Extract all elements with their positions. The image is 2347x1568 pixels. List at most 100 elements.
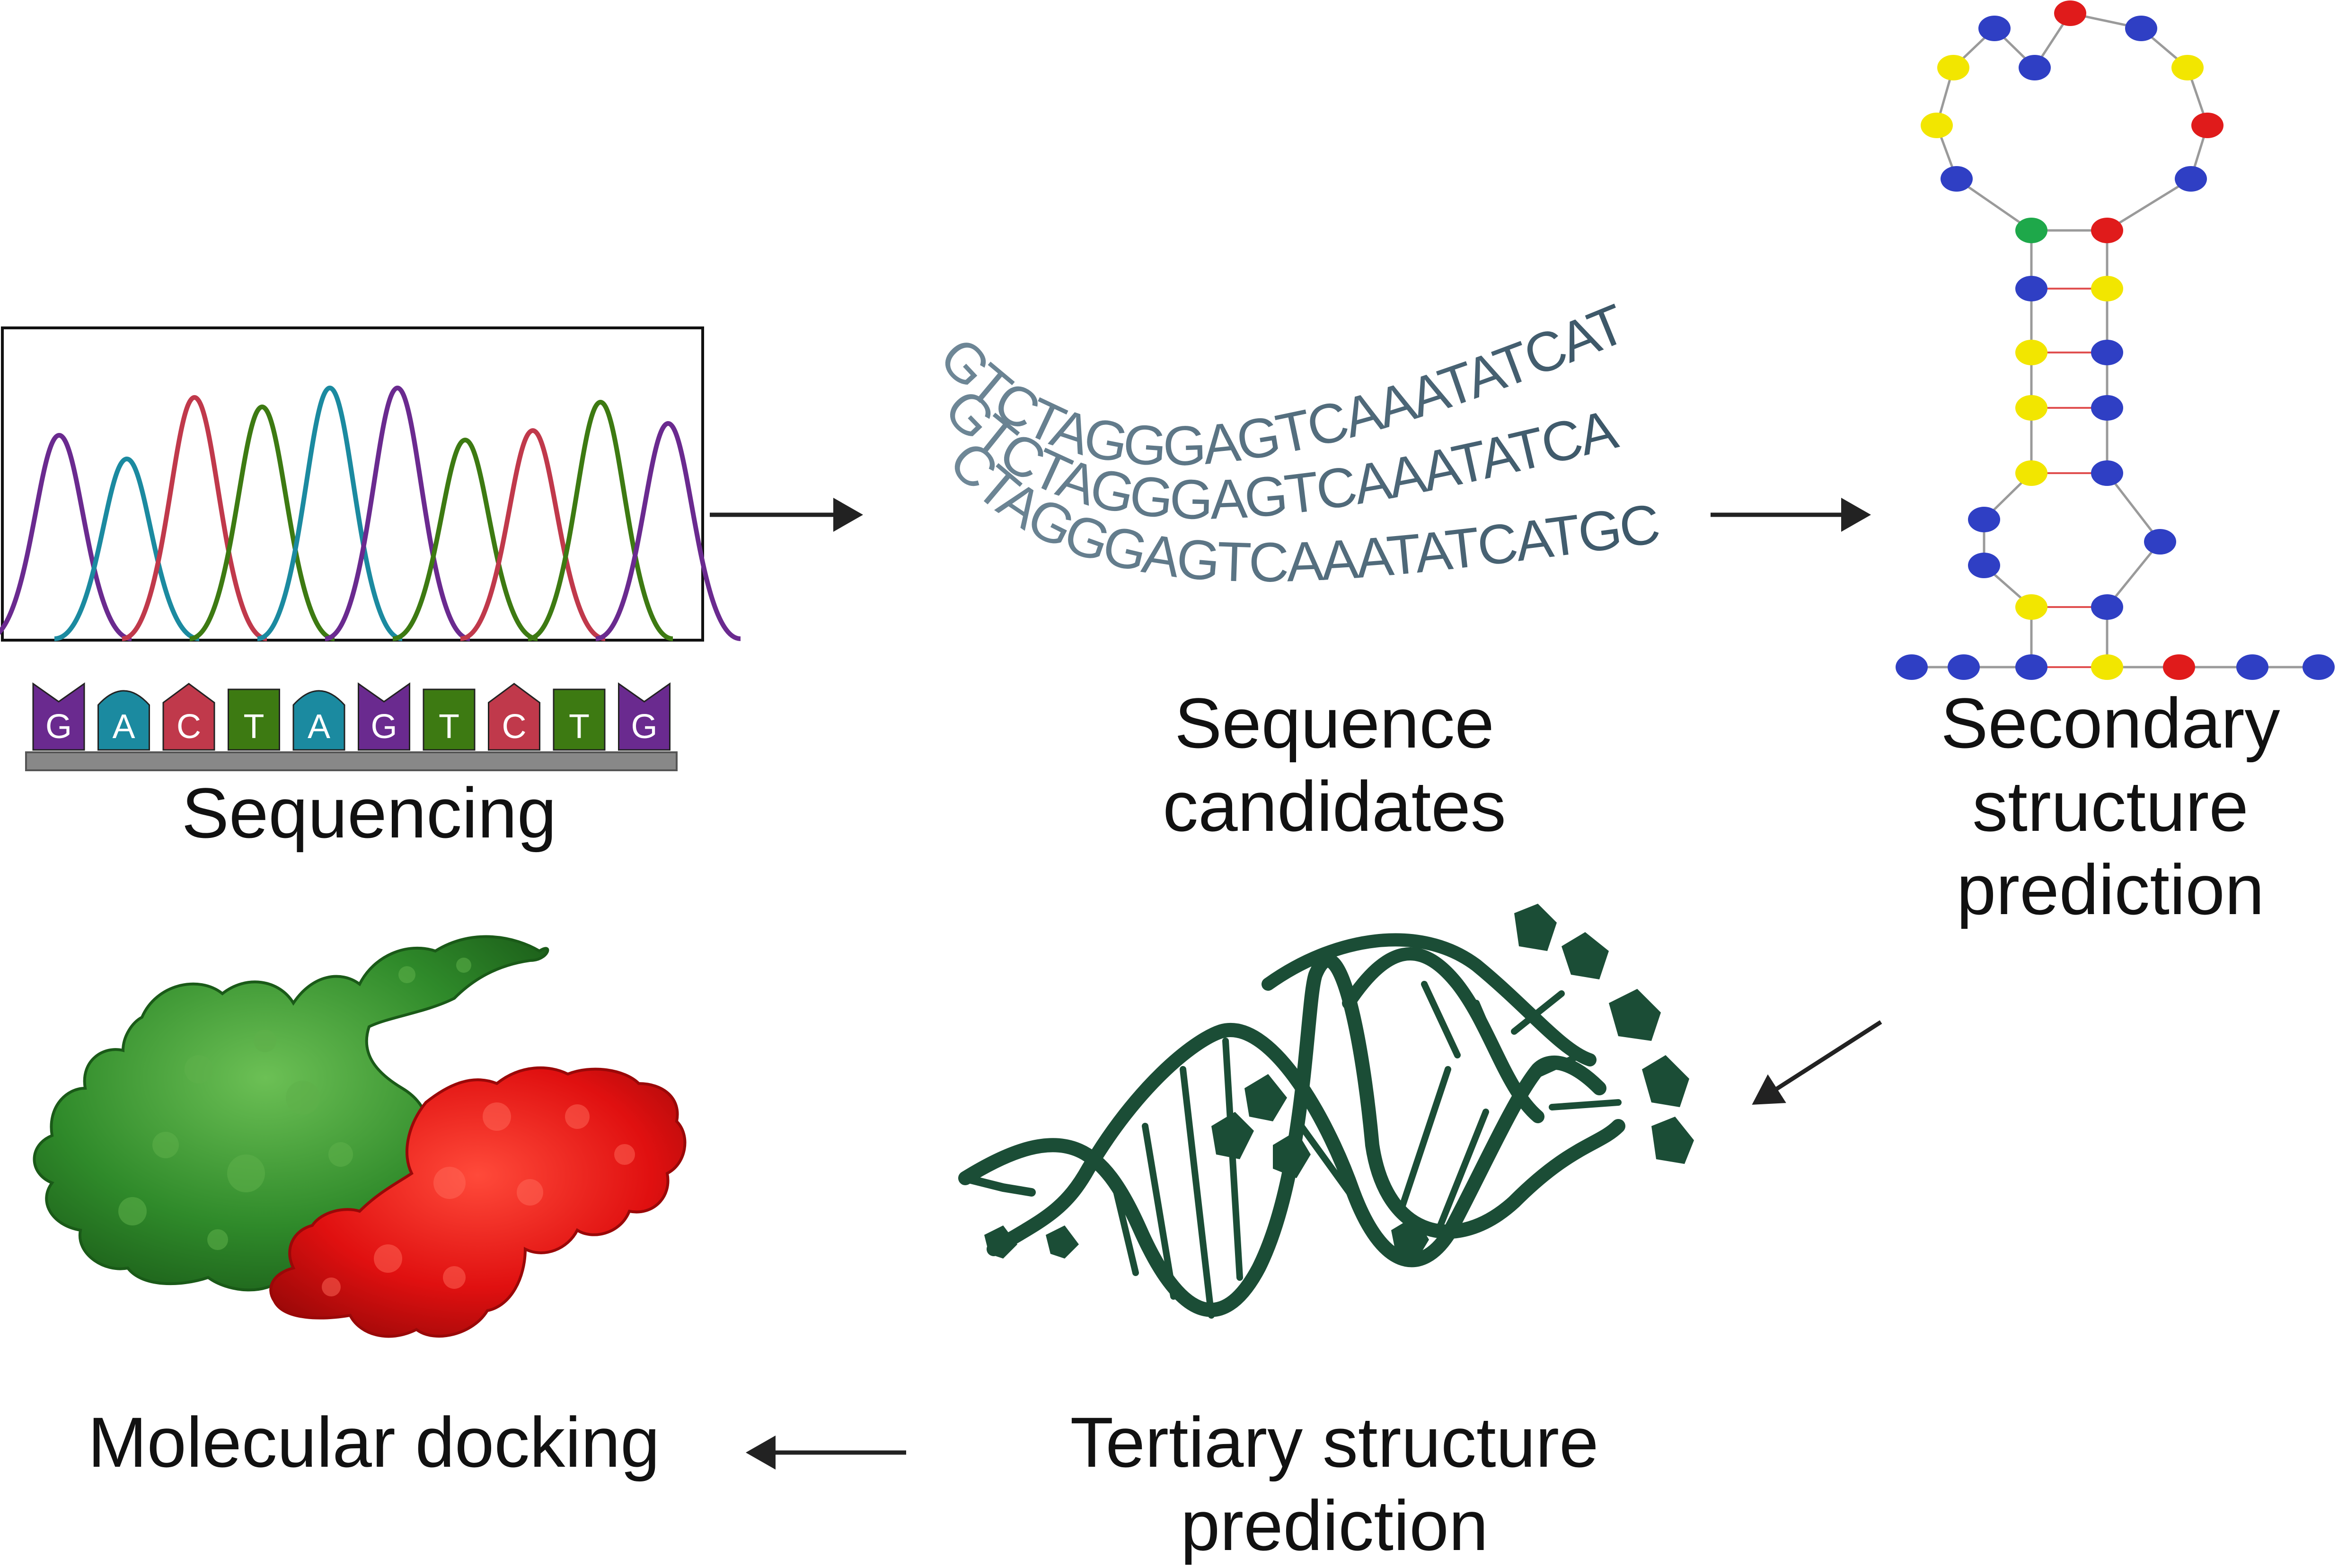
hairpin-base-pairs [2046, 288, 2093, 668]
label-secondary-structure-line-3: prediction [1956, 850, 2265, 929]
nucleotide-node [2091, 594, 2123, 620]
flow-arrows [710, 498, 1882, 1470]
label-tertiary-structure-line-2: prediction [1180, 1486, 1489, 1565]
rna-base-rings [984, 904, 1694, 1263]
label-sequence-candidates: Sequence candidates [1079, 681, 1590, 848]
label-molecular-docking: Molecular docking [28, 1401, 719, 1484]
nucleotide-node [2091, 218, 2123, 243]
nucleotide-node [2091, 340, 2123, 365]
label-secondary-structure: Secondary structure prediction [1874, 681, 2347, 931]
base-tag-G: G [618, 682, 671, 751]
nucleotide-node [2144, 529, 2176, 555]
label-tertiary-structure: Tertiary structure prediction [1013, 1401, 1656, 1567]
nucleotide-node [2236, 654, 2268, 680]
chromatogram-peak-T [189, 404, 335, 641]
label-molecular-docking-line-1: Molecular docking [88, 1402, 660, 1482]
base-tag-letter: C [176, 708, 201, 746]
base-tag-C: C [488, 683, 540, 751]
nucleotide-node [2019, 55, 2051, 80]
base-tag-letter: G [371, 708, 397, 746]
base-tag-letter: G [45, 708, 72, 746]
nucleotide-node [2015, 594, 2047, 620]
chromatogram-peak-C [122, 395, 267, 641]
nucleotide-node [2015, 395, 2047, 421]
nucleotide-node [1937, 55, 1969, 80]
chromatogram-peak-A [257, 385, 403, 641]
base-tag-letter: T [569, 708, 590, 746]
rna-backbone-strand-3 [1262, 933, 1597, 1066]
label-sequence-candidates-line-1: Sequence [1174, 683, 1494, 763]
nucleotide-node [2015, 340, 2047, 365]
molecular-docking-graphic [33, 935, 687, 1338]
label-sequencing: Sequencing [114, 771, 625, 854]
base-tag-letter: T [439, 708, 459, 746]
nucleotide-node [2171, 55, 2204, 80]
label-secondary-structure-line-1: Secondary [1941, 683, 2280, 763]
nucleotide-node [2091, 395, 2123, 421]
nucleotide-node [1921, 113, 1953, 138]
nucleotide-node [1948, 654, 1980, 680]
protein-surface-red [269, 1066, 687, 1338]
arrow-secondary-to-tertiary [1752, 1020, 1882, 1105]
base-tag-G: G [358, 682, 410, 751]
protein-surface-green-texture [118, 958, 471, 1250]
nucleotide-node [2054, 0, 2086, 26]
label-secondary-structure-line-2: structure [1972, 766, 2249, 846]
secondary-structure-hairpin [1896, 0, 2335, 680]
rna-base-rungs [1109, 981, 1622, 1319]
nucleotide-node [1968, 507, 2000, 532]
nucleotide-node [1978, 16, 2011, 41]
nucleotide-node [2015, 654, 2047, 680]
base-tag-T: T [228, 688, 280, 751]
base-tag-letter: G [631, 708, 657, 746]
nucleotide-node [2015, 276, 2047, 301]
chromatogram-peak-C [460, 428, 606, 641]
label-tertiary-structure-line-1: Tertiary structure [1070, 1402, 1599, 1482]
rna-backbone-strand-4 [1342, 947, 1544, 1123]
chromatogram-peak-A [54, 456, 200, 641]
nucleotide-node [1968, 553, 2000, 578]
label-sequencing-line-1: Sequencing [181, 773, 557, 853]
nucleotide-node [2091, 276, 2123, 301]
chromatogram-peak-T [392, 437, 538, 641]
protein-surface-red-texture [322, 1102, 635, 1296]
base-tag-A: A [97, 690, 150, 751]
base-tag-letter: A [112, 708, 135, 746]
base-tag-letter: A [308, 708, 330, 746]
nucleotide-node [2091, 460, 2123, 486]
nucleotide-node [2091, 654, 2123, 680]
nucleotide-node [2163, 654, 2195, 680]
nucleotide-node [2191, 113, 2223, 138]
tertiary-structure-graphic [958, 904, 1694, 1319]
base-tag-letter: T [244, 708, 265, 746]
base-tag-T: T [423, 688, 476, 751]
rna-backbone-strand-1 [958, 953, 1625, 1317]
nucleotide-node [2015, 218, 2047, 243]
base-track-bar [25, 751, 678, 771]
nucleotide-node [2015, 460, 2047, 486]
base-tag-letter: C [502, 708, 527, 746]
base-tag-C: C [162, 683, 215, 751]
hairpin-nucleotides [1896, 0, 2335, 680]
nucleotide-node [1896, 654, 1928, 680]
chromatogram-peak-G [595, 421, 741, 641]
label-sequence-candidates-line-2: candidates [1163, 766, 1506, 846]
chromatogram-peaks [0, 385, 741, 641]
hairpin-loop-backbone [1935, 12, 2209, 232]
base-tag-A: A [292, 690, 345, 751]
base-tag-T: T [553, 688, 606, 751]
chromatogram-peak-G [325, 385, 470, 641]
nucleotide-node [2175, 166, 2207, 192]
hairpin-right-strand [2106, 230, 2319, 669]
chromatogram-peak-G [0, 432, 132, 641]
nucleotide-node [2125, 16, 2157, 41]
hairpin-left-strand [1964, 230, 2033, 669]
nucleotide-node [2303, 654, 2335, 680]
nucleotide-node [1941, 166, 1973, 192]
chromatogram-peak-T [528, 399, 673, 641]
rna-strand-tail [961, 1174, 1036, 1197]
base-tag-G: G [32, 682, 85, 751]
